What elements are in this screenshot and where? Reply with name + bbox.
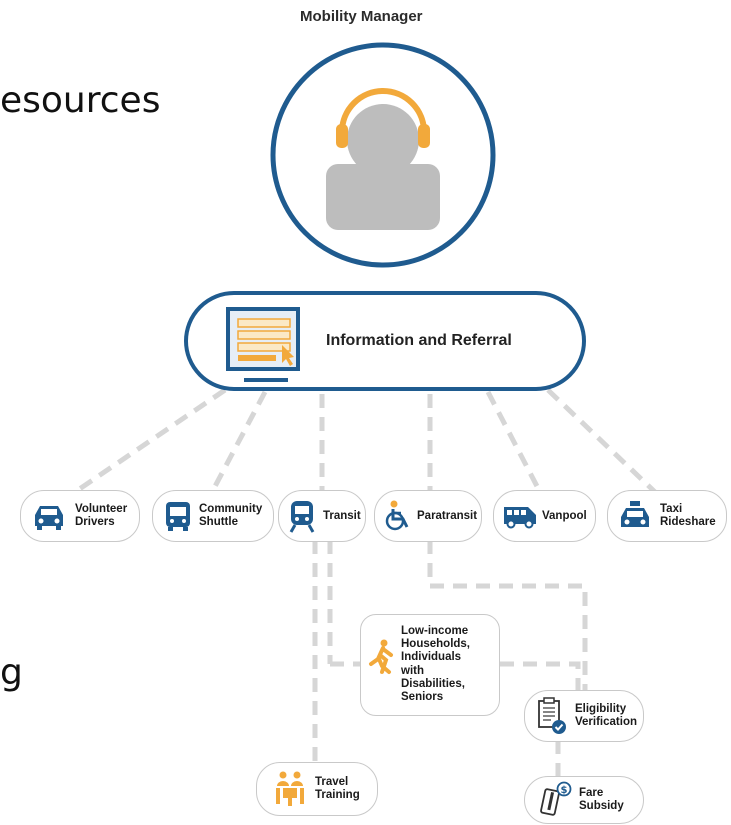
slide-text-fragment: g [0,652,23,693]
car-icon [35,506,63,530]
service-label: Taxi Rideshare [660,503,716,528]
fare-card-icon: $ [540,781,572,816]
program-label: Low-income Households, Individuals with … [401,625,471,704]
program-fare-subsidy[interactable]: $ Fare Subsidy [524,776,644,824]
program-eligibility-verification[interactable]: Eligibility Verification [524,690,644,742]
program-label: Fare Subsidy [579,787,624,812]
service-community-shuttle[interactable]: Community Shuttle [152,490,274,542]
group-training-icon [276,771,304,806]
svg-text:$: $ [561,785,568,796]
train-icon [289,501,315,533]
service-label: Volunteer Drivers [75,503,128,528]
bus-icon [166,502,190,531]
service-volunteer-drivers[interactable]: Volunteer Drivers [20,490,140,542]
service-label: Paratransit [417,509,478,522]
program-low-income[interactable]: Low-income Households, Individuals with … [360,614,500,716]
taxi-icon [621,501,649,527]
service-transit[interactable]: Transit [278,490,366,542]
van-icon [504,507,536,529]
program-travel-training[interactable]: Travel Training [256,762,378,816]
clipboard-check-icon [538,697,566,734]
wheelchair-icon [385,500,409,531]
service-label: Community Shuttle [199,503,263,528]
service-taxi-rideshare[interactable]: Taxi Rideshare [607,490,727,542]
program-label: Eligibility Verification [575,703,637,728]
computer-form-icon [226,307,300,382]
slide-text-resources: esources [0,80,161,121]
hub-label: Information and Referral [326,332,512,349]
program-label: Travel Training [315,776,360,801]
service-label: Vanpool [542,509,587,522]
service-vanpool[interactable]: Vanpool [493,490,596,542]
page-title: Mobility Manager [300,8,423,25]
walking-person-icon [369,639,393,674]
mobility-manager-avatar [270,42,496,268]
service-paratransit[interactable]: Paratransit [374,490,482,542]
service-label: Transit [323,509,361,522]
